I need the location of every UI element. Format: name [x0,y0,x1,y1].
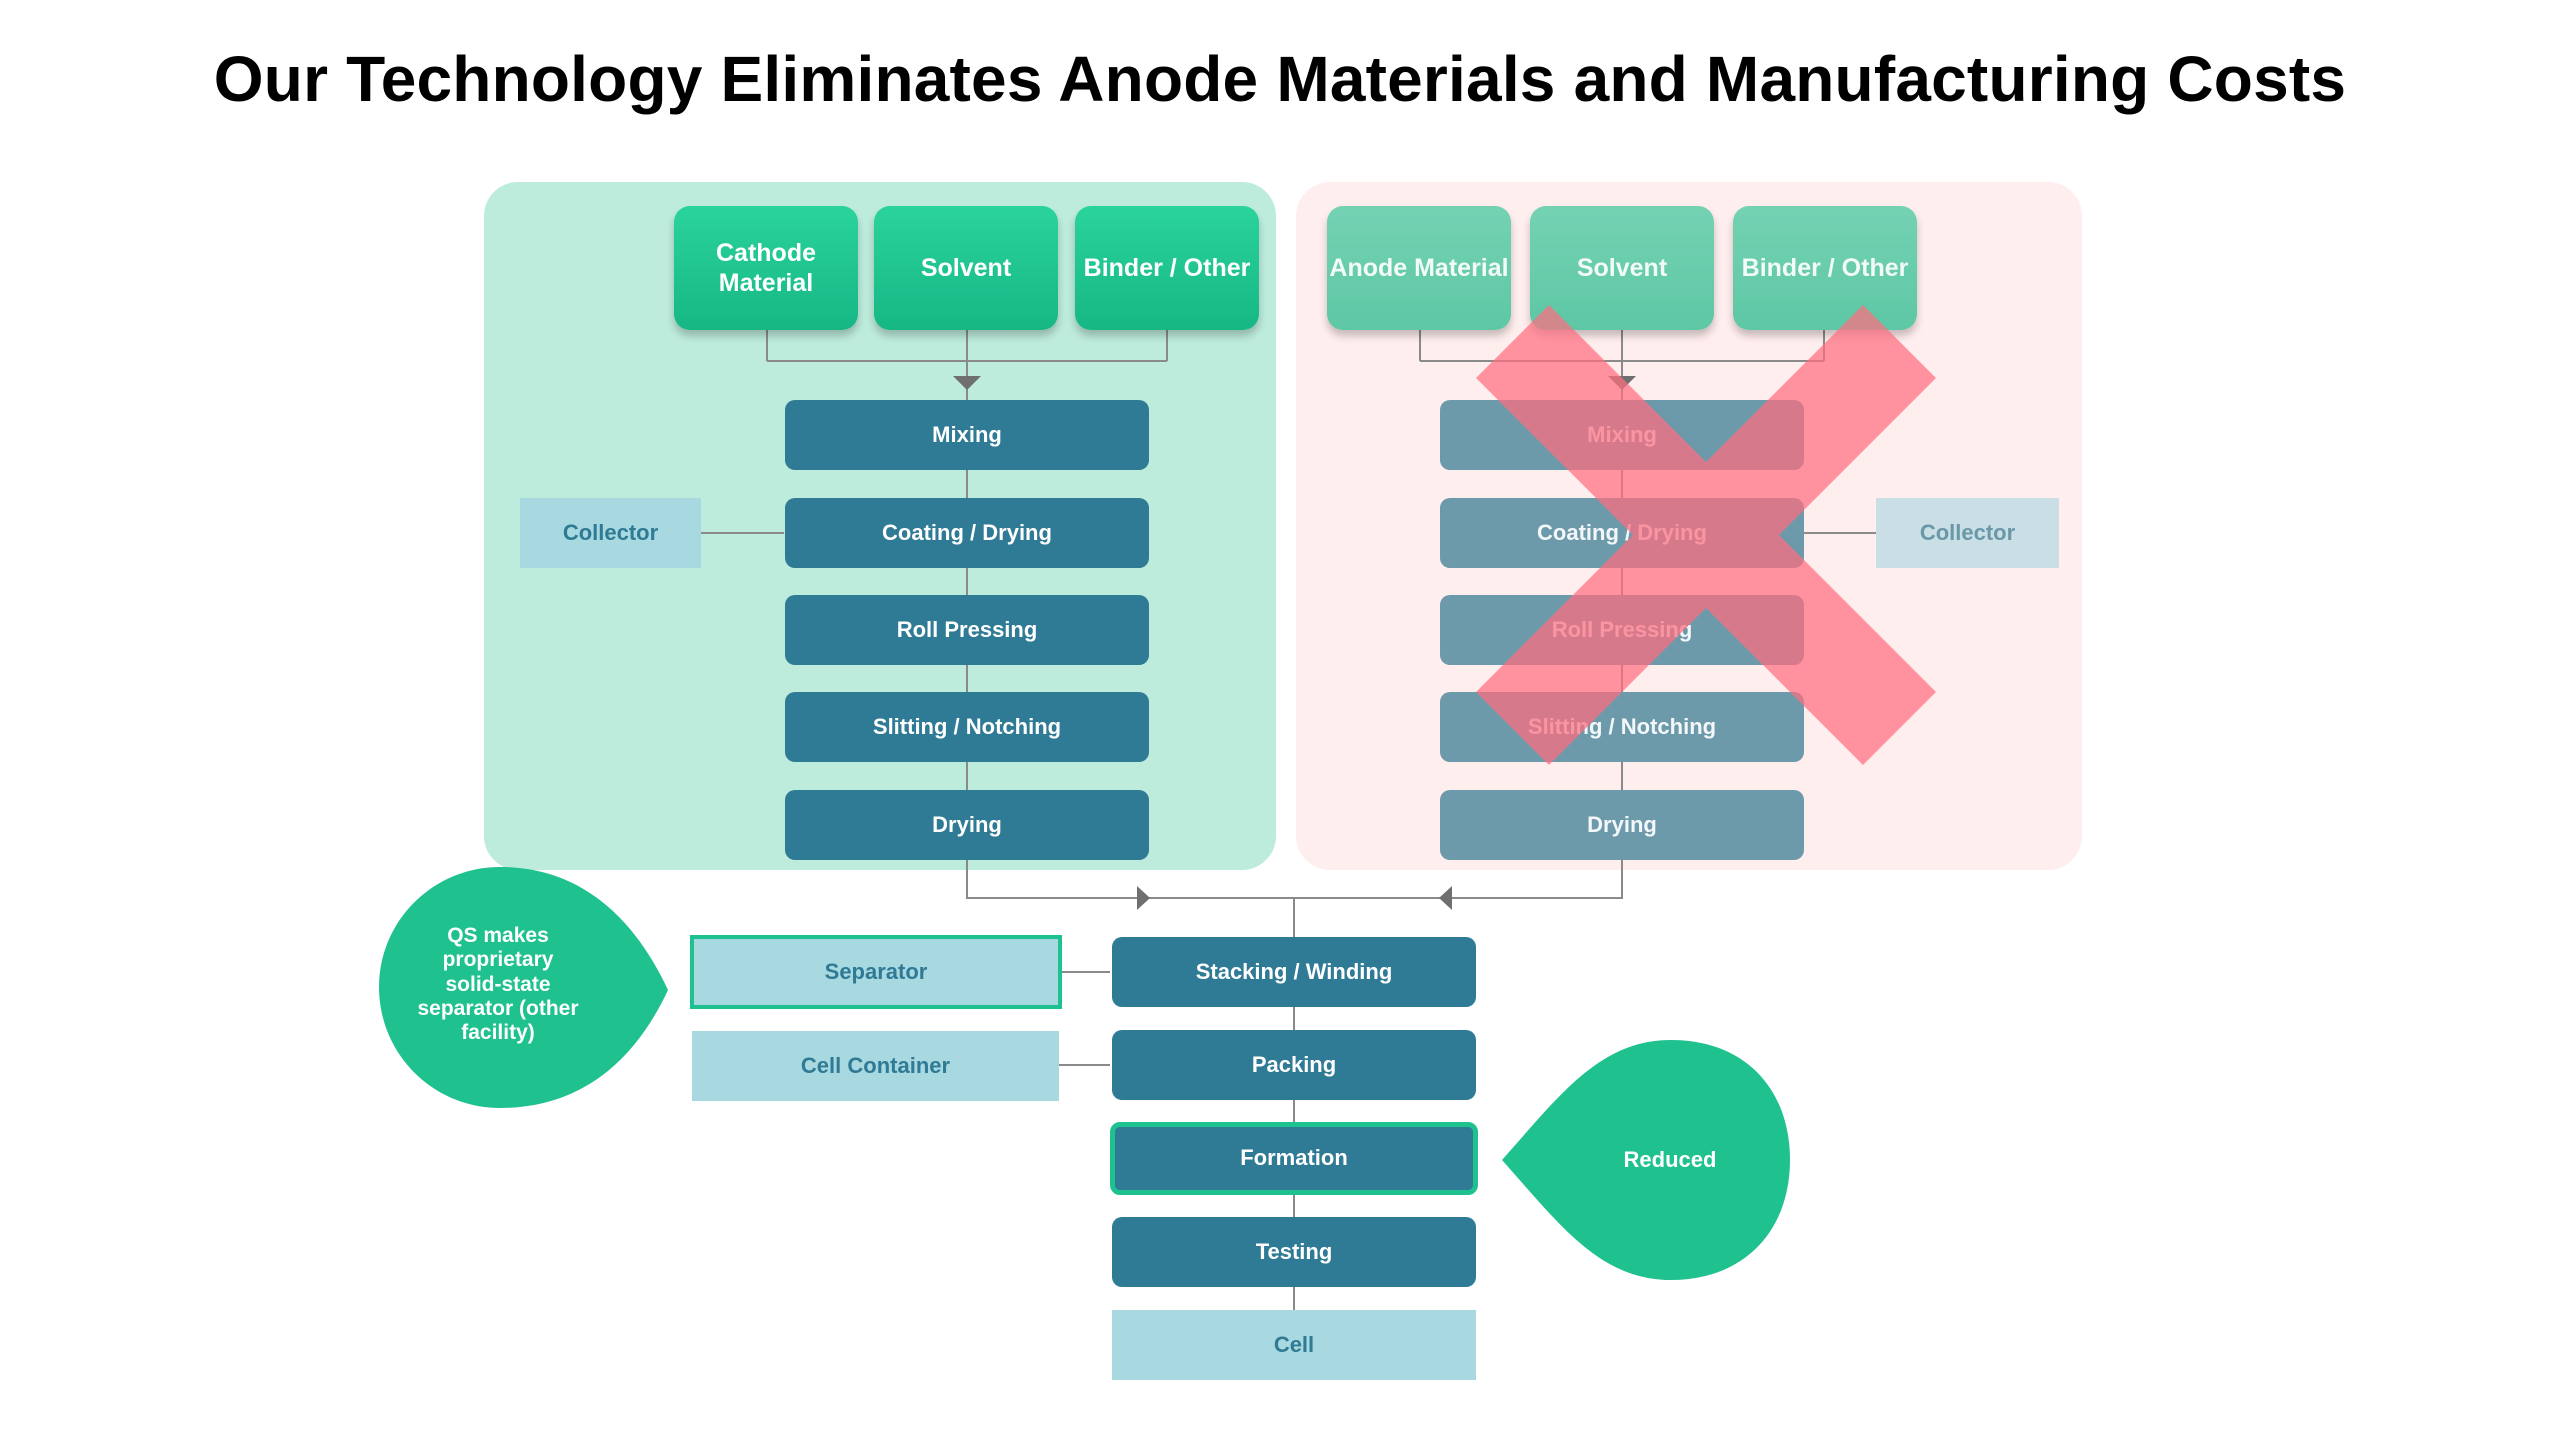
cathode-material-box: Cathode Material [674,206,858,330]
right-collector-box: Collector [1876,498,2059,568]
testing-step: Testing [1112,1217,1476,1287]
formation-callout-text: Reduced [1623,1147,1717,1172]
left-drying-step: Drying [785,790,1149,860]
stacking-winding-step: Stacking / Winding [1112,937,1476,1007]
left-solvent-box: Solvent [874,206,1058,330]
left-slitting-step: Slitting / Notching [785,692,1149,762]
left-collector-box: Collector [520,498,701,568]
right-coating-step: Coating / Drying [1440,498,1804,568]
right-drying-step: Drying [1440,790,1804,860]
left-mixing-step: Mixing [785,400,1149,470]
right-solvent-box: Solvent [1530,206,1714,330]
right-mixing-step: Mixing [1440,400,1804,470]
slide-title: Our Technology Eliminates Anode Material… [213,43,2347,115]
right-slitting-step: Slitting / Notching [1440,692,1804,762]
right-roll-pressing-step: Roll Pressing [1440,595,1804,665]
packing-step: Packing [1112,1030,1476,1100]
right-binder-box: Binder / Other [1733,206,1917,330]
formation-step: Formation [1110,1122,1478,1195]
separator-box: Separator [690,935,1062,1009]
cell-output-box: Cell [1112,1310,1476,1380]
anode-material-box: Anode Material [1327,206,1511,330]
cell-container-box: Cell Container [692,1031,1059,1101]
left-binder-box: Binder / Other [1075,206,1259,330]
left-roll-pressing-step: Roll Pressing [785,595,1149,665]
separator-callout-text: QS makes proprietary solid-state separat… [417,924,579,1045]
left-coating-step: Coating / Drying [785,498,1149,568]
